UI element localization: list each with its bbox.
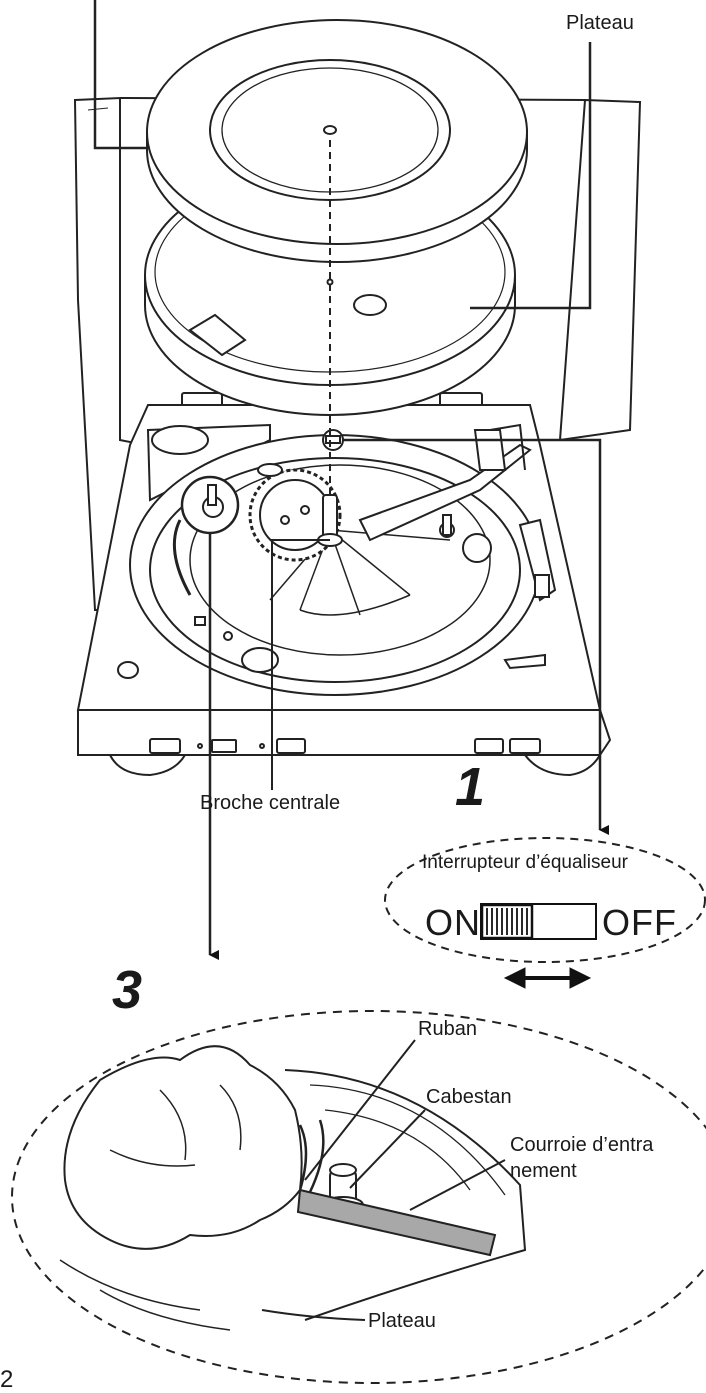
step-number-1: 1 — [455, 757, 486, 817]
switch-on-label: ON — [425, 902, 481, 943]
belt-callout — [11, 1010, 706, 1384]
ribbon — [298, 1124, 308, 1191]
page-number: 2 — [0, 1366, 14, 1393]
label-plateau-bottom: Plateau — [368, 1310, 436, 1332]
drive-belt — [296, 1188, 497, 1257]
platter-mat-upper — [146, 19, 528, 263]
label-courroie-line1: Courroie d’entra — [510, 1134, 654, 1156]
switch-off-label: OFF — [602, 902, 677, 943]
step-number-3: 3 — [112, 960, 143, 1020]
belt-scene — [59, 1045, 527, 1331]
label-plateau-top: Plateau — [566, 12, 634, 34]
label-broche-centrale: Broche centrale — [200, 792, 341, 814]
eq-switch-title: Interrupteur d’équaliseur — [422, 852, 628, 873]
turntable-body — [73, 96, 642, 777]
leader-lines — [93, 0, 609, 960]
eq-switch-callout — [384, 837, 706, 963]
belt-leader-lines — [261, 1039, 506, 1321]
eq-slide-switch — [480, 903, 597, 940]
slide-direction-arrow — [503, 967, 592, 989]
label-cabestan: Cabestan — [426, 1086, 512, 1108]
label-ruban: Ruban — [418, 1018, 477, 1040]
hand — [63, 1045, 303, 1250]
speed-knob — [117, 661, 139, 679]
label-courroie-line2: nement — [510, 1160, 577, 1182]
